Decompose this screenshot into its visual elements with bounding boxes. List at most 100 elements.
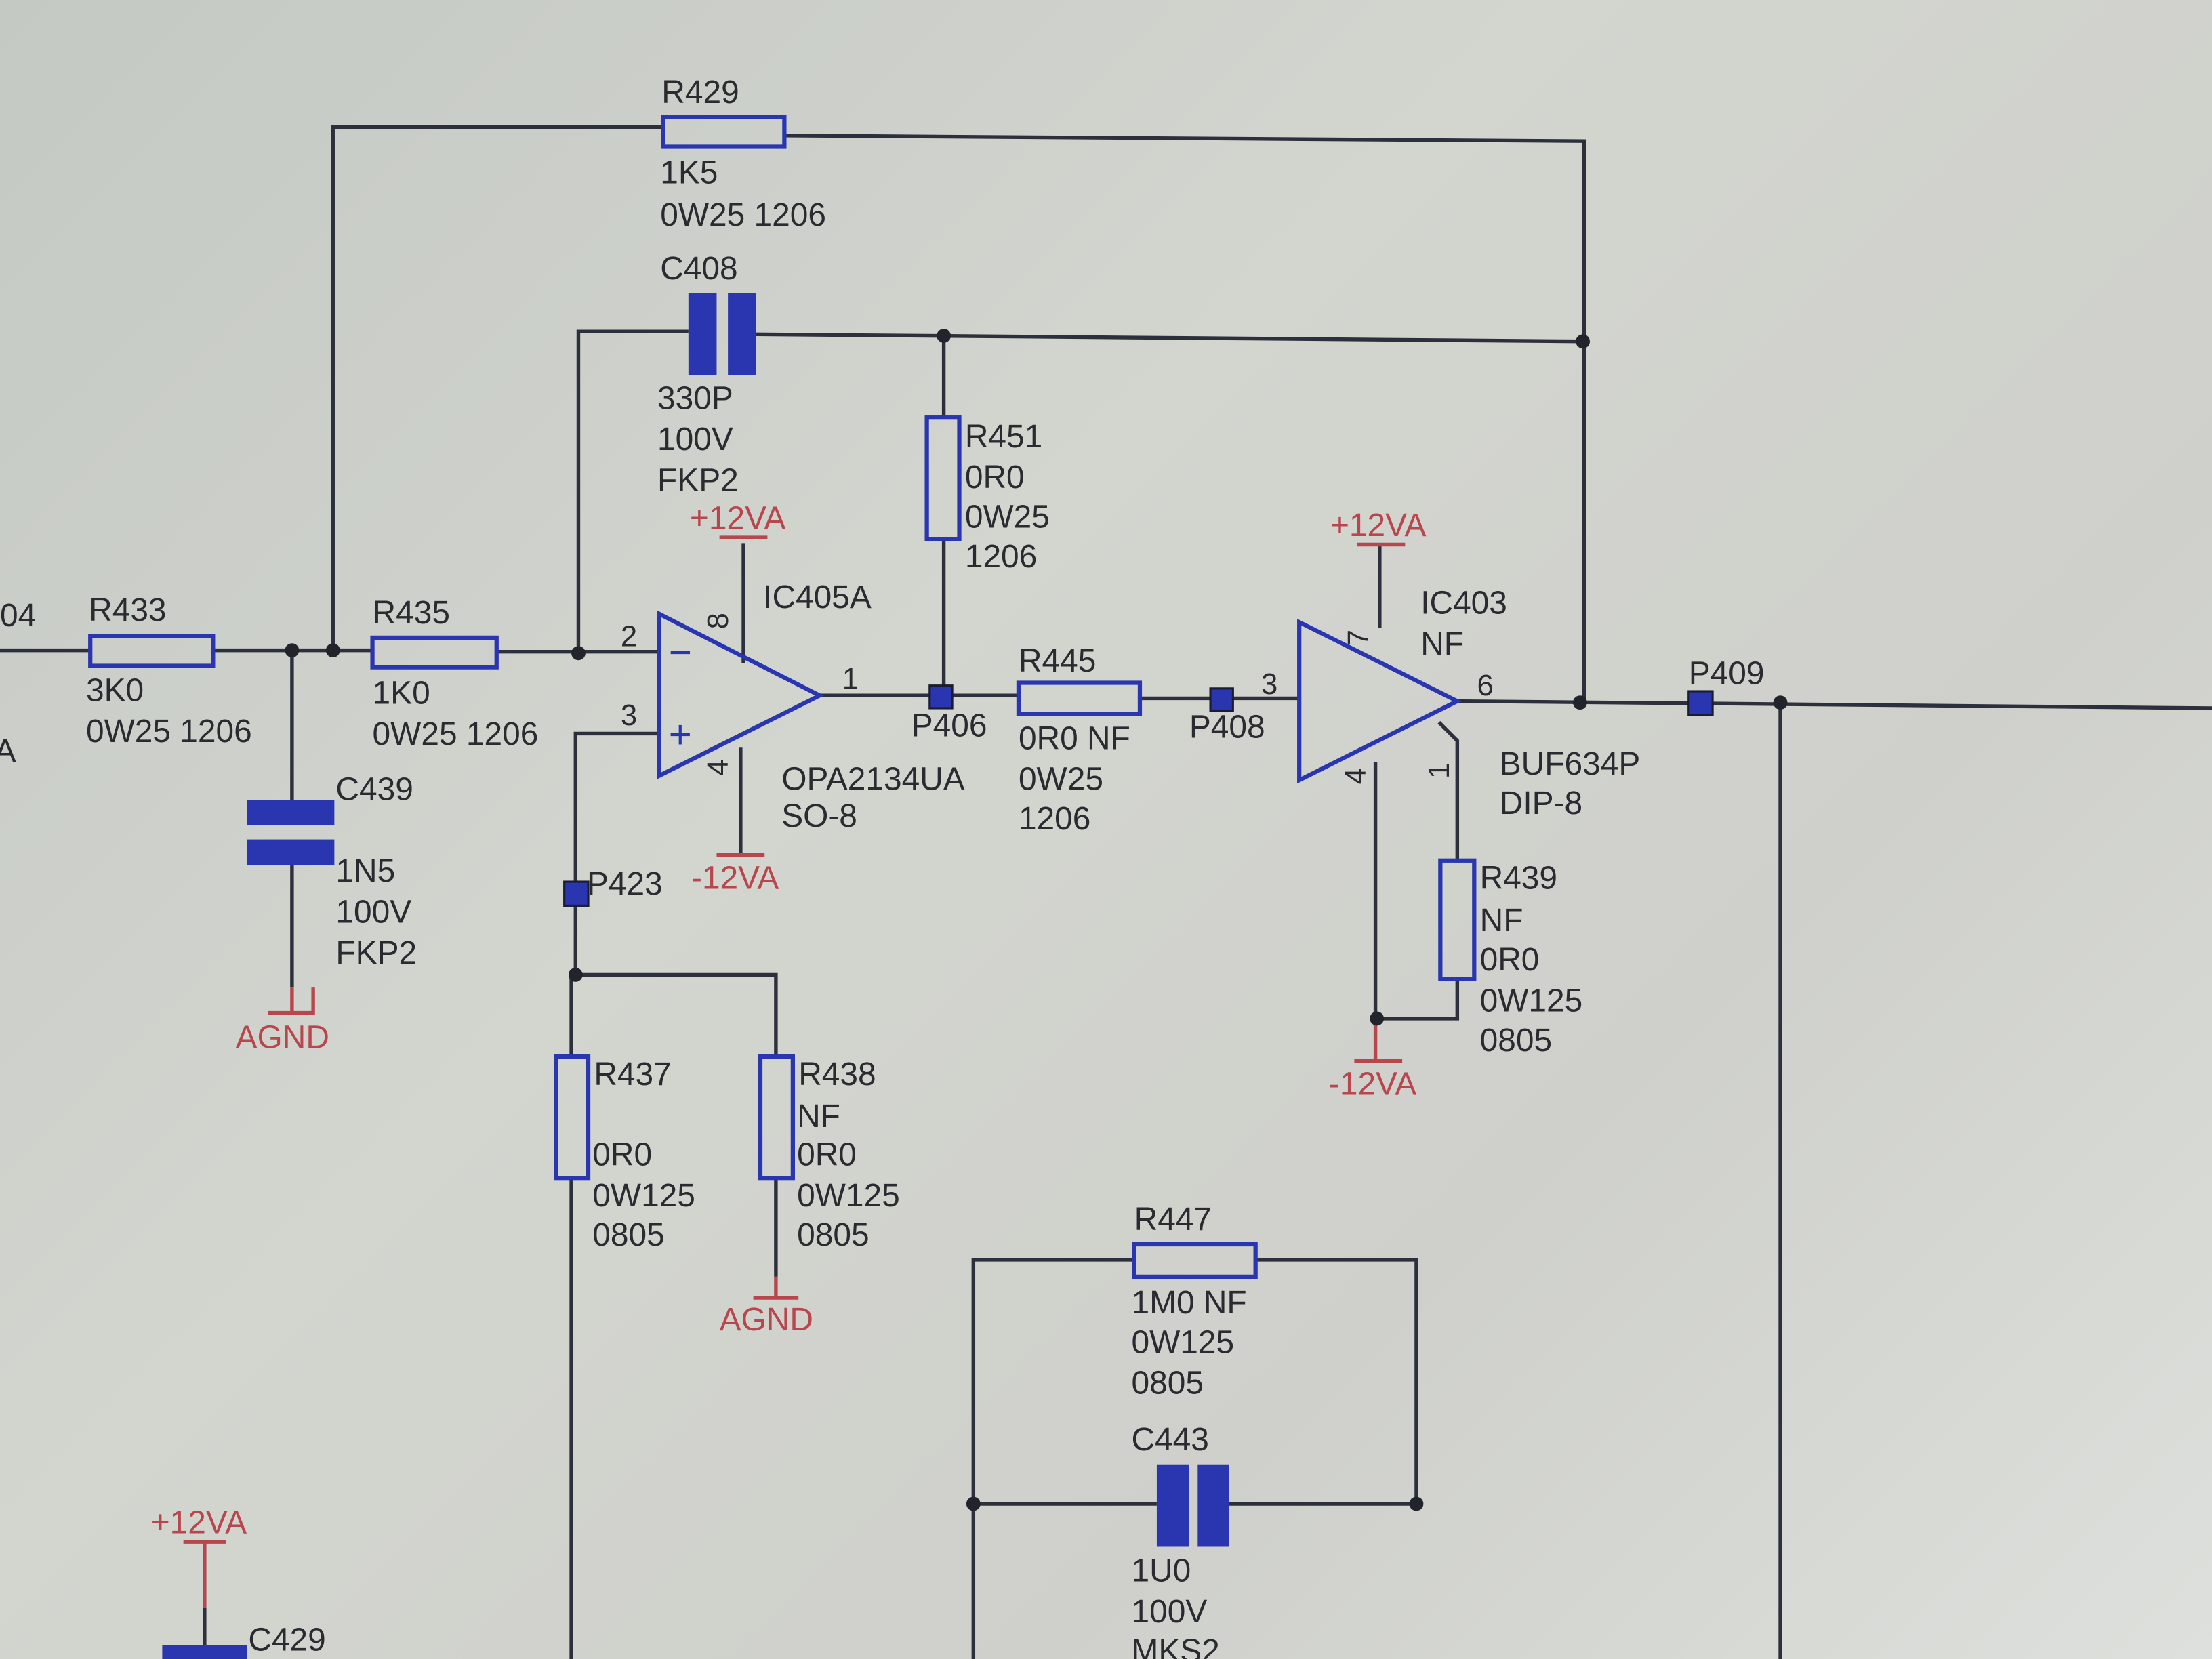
ic403-pin4: 4 [1339,768,1372,784]
ic405a-pin1: 1 [842,662,859,695]
r429-value: 1K5 [660,155,718,191]
resistor-r437[interactable] [554,1054,591,1181]
r438-ref: R438 [798,1057,876,1092]
r451-ref: R451 [965,419,1042,455]
c429-ref: C429 [248,1622,325,1658]
r447-package: 0805 [1131,1366,1203,1401]
r438-value: 0R0 [797,1136,857,1172]
r451-package: 1206 [965,539,1037,575]
ic405a-part: OPA2134UA [781,762,965,798]
p423-label: P423 [587,866,663,902]
capacitor-c443[interactable] [1156,1464,1229,1547]
r437-power: 0W125 [592,1178,695,1214]
r437-ref: R437 [594,1057,671,1092]
r439-value: 0R0 [1480,942,1540,978]
r439-nf: NF [1480,903,1523,939]
ic405a-pin4: 4 [701,760,735,776]
ic405a-pin2: 2 [621,619,637,653]
ic403-package: DIP-8 [1500,785,1582,821]
r445-package: 1206 [1019,801,1090,837]
port-p406[interactable] [928,684,954,710]
r438-package: 0805 [797,1217,869,1253]
p409-label: P409 [1689,656,1765,692]
c408-value: 330P [657,381,733,417]
c439-ref: C439 [335,771,413,807]
capacitor-c429[interactable] [162,1645,247,1659]
ic405a-pin3: 3 [621,699,637,732]
ic403-pin7: 7 [1342,630,1375,646]
c439-type: FKP2 [335,935,417,971]
wires [0,125,2212,1659]
r433-spec: 0W25 1206 [86,714,252,750]
r429-ref: R429 [661,75,739,110]
r438-nf: NF [797,1099,840,1134]
c439-voltage: 100V [335,894,411,930]
opamp-ic405a[interactable] [657,610,825,779]
r447-value: 1M0 NF [1131,1285,1246,1321]
resistor-r429[interactable] [661,115,787,149]
resistor-r447[interactable] [1132,1242,1258,1279]
capacitor-c408[interactable] [688,293,756,375]
r435-spec: 0W25 1206 [373,716,539,752]
offpage-net-label: 04 [0,598,36,634]
r437-package: 0805 [592,1217,664,1253]
junction-dots [285,329,1788,1511]
r438-power: 0W125 [797,1178,900,1214]
ic405a-package: SO-8 [781,798,857,834]
r451-value: 0R0 [965,459,1025,495]
r433-value: 3K0 [86,673,144,709]
power-symbols [183,535,1406,1609]
capacitor-c439[interactable] [247,800,335,865]
r447-power: 0W125 [1131,1324,1234,1360]
ic403-part: BUF634P [1500,746,1641,782]
port-p423[interactable] [563,880,590,907]
ic403-nf: NF [1420,626,1464,662]
r445-ref: R445 [1019,643,1096,679]
ic405a-plus-sign: + [669,712,692,756]
resistor-r435[interactable] [370,635,499,670]
r438-agnd: AGND [720,1302,813,1338]
c408-type: FKP2 [657,462,739,498]
r439-ref: R439 [1480,860,1557,896]
ic403-pin1: 1 [1422,762,1456,779]
ic403-vneg: -12VA [1329,1066,1417,1102]
c439-value: 1N5 [335,853,395,889]
r451-power: 0W25 [965,499,1050,535]
ic405a-ref: IC405A [763,579,872,615]
ic403-ref: IC403 [1420,586,1507,621]
resistor-r433[interactable] [88,634,216,668]
r435-value: 1K0 [373,676,430,712]
c443-voltage: 100V [1131,1594,1207,1630]
ic405a-minus-sign: − [669,631,692,675]
c408-ref: C408 [660,251,737,287]
c443-type: MKS2 [1131,1633,1219,1659]
resistor-r445[interactable] [1016,680,1143,716]
c443-ref: C443 [1131,1422,1208,1458]
c408-voltage: 100V [657,422,733,457]
resistor-r438[interactable] [758,1054,795,1181]
c429-vpos: +12VA [151,1505,247,1541]
r439-package: 0805 [1480,1023,1552,1059]
port-p409[interactable] [1687,690,1714,716]
r435-ref: R435 [373,595,450,631]
r447-ref: R447 [1134,1202,1212,1237]
resistor-r451[interactable] [924,415,962,541]
offpage-fragment: A [0,733,16,769]
r433-ref: R433 [89,592,166,628]
ic403-pin6: 6 [1477,669,1493,702]
ic403-pin3: 3 [1261,668,1277,701]
r445-power: 0W25 [1019,762,1103,798]
c443-value: 1U0 [1131,1553,1191,1589]
ic405a-vpos: +12VA [690,501,786,537]
c439-agnd: AGND [236,1020,329,1056]
r429-spec: 0W25 1206 [660,197,826,233]
buffer-ic403[interactable] [1297,618,1462,784]
port-p408[interactable] [1209,687,1234,712]
r437-value: 0R0 [592,1136,652,1172]
ic405a-vneg: -12VA [691,860,779,896]
p406-label: P406 [912,708,987,744]
r439-power: 0W125 [1480,983,1583,1019]
resistor-r439[interactable] [1438,858,1477,981]
